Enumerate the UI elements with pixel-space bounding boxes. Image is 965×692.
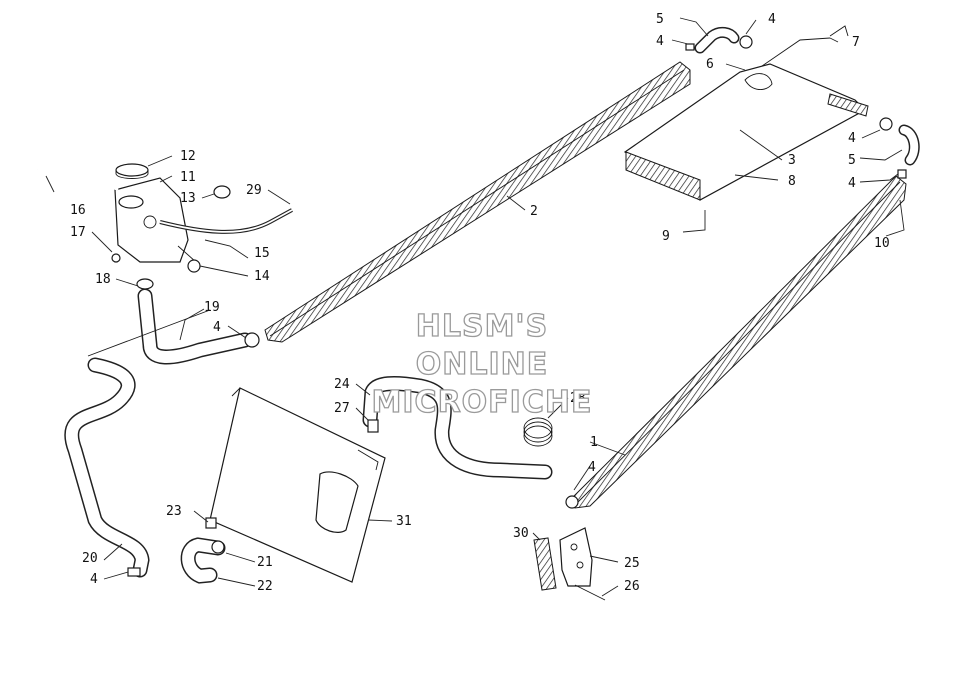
watermark-line-2: ONLINE [416, 347, 549, 382]
callout-7: 7 [852, 35, 860, 50]
callout-8: 8 [788, 174, 796, 189]
callout-4: 4 [588, 460, 596, 475]
callout-26: 26 [624, 579, 640, 594]
callout-14: 14 [254, 269, 270, 284]
callout-22: 22 [257, 579, 273, 594]
callout-21: 21 [257, 555, 273, 570]
callout-4: 4 [90, 572, 98, 587]
callout-20: 20 [82, 551, 98, 566]
hose-clamp [213, 185, 231, 199]
exchanger-fittings [565, 25, 920, 509]
callout-9: 9 [662, 229, 670, 244]
callout-1: 1 [590, 435, 598, 450]
radiator-hose [362, 376, 553, 480]
callout-10: 10 [874, 236, 890, 251]
callout-12: 12 [180, 149, 196, 164]
callout-11: 11 [180, 170, 196, 185]
callout-29: 29 [246, 183, 262, 198]
heat-exchanger-lower [571, 175, 907, 509]
callout-23: 23 [166, 504, 182, 519]
callout-28: 28 [570, 391, 586, 406]
callout-31: 31 [396, 514, 412, 529]
callout-4: 4 [768, 12, 776, 27]
watermark-line-1: HLSM'S [416, 309, 548, 344]
callout-24: 24 [334, 377, 350, 392]
callout-17: 17 [70, 225, 86, 240]
watermark-line-3: MICROFICHE [372, 385, 593, 420]
callout-labels: 1 2 3 4 4 4 4 4 4 4 5 5 6 7 8 9 10 11 12… [70, 12, 890, 594]
callout-15: 15 [254, 246, 270, 261]
mounting-bracket [559, 527, 606, 601]
radiator-core [209, 387, 386, 583]
heat-exchanger-upper [264, 61, 691, 343]
reservoir-hose [137, 288, 260, 365]
callout-18: 18 [95, 272, 111, 287]
callout-2: 2 [530, 204, 538, 219]
callout-4: 4 [848, 176, 856, 191]
callout-6: 6 [706, 57, 714, 72]
tunnel-panel [623, 37, 869, 201]
callout-13: 13 [180, 191, 196, 206]
callout-30: 30 [513, 526, 529, 541]
foam-pad [533, 537, 557, 591]
callout-19: 19 [204, 300, 220, 315]
fitting-nut [111, 253, 121, 263]
hose-clamp-small [136, 278, 154, 290]
watermark: HLSM'S ONLINE MICROFICHE [371, 308, 593, 420]
callout-4: 4 [213, 320, 221, 335]
callout-3: 3 [788, 153, 796, 168]
callout-4: 4 [848, 131, 856, 146]
long-return-hose [64, 357, 150, 578]
callout-16: 16 [70, 203, 86, 218]
elbow-hose [180, 517, 226, 584]
callout-27: 27 [334, 401, 350, 416]
hose-fitting [367, 419, 379, 433]
vent-hose [37, 157, 119, 191]
large-hose-clamp [523, 417, 553, 447]
leader-lines [45, 17, 905, 597]
callout-4: 4 [656, 34, 664, 49]
callout-5: 5 [848, 153, 856, 168]
callout-25: 25 [624, 556, 640, 571]
callout-5: 5 [656, 12, 664, 27]
reservoir-cap [115, 163, 149, 179]
